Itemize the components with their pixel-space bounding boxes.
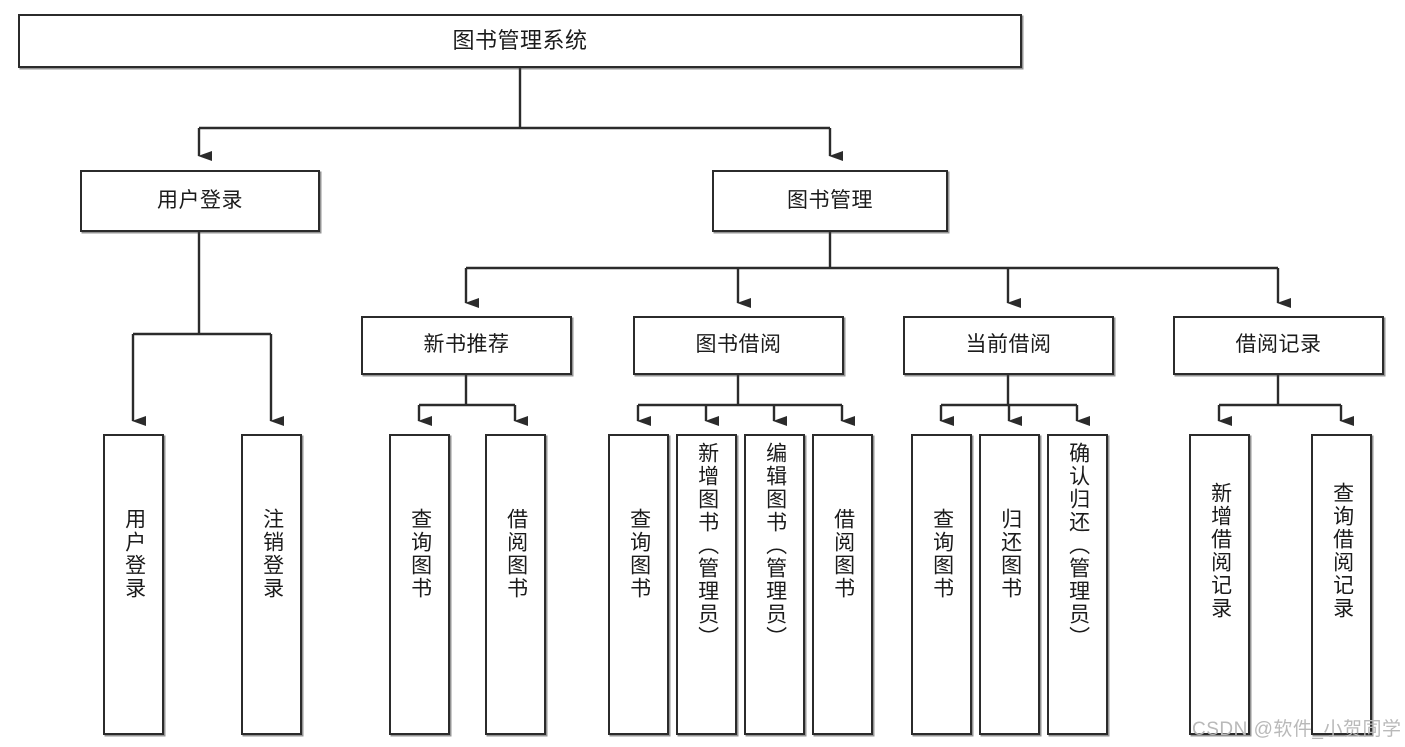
node-label: 图书管理 bbox=[787, 188, 873, 212]
edges-root-to-level2 bbox=[197, 68, 843, 161]
node-label: 用户登录 bbox=[157, 188, 243, 212]
node-label: 归还图书 bbox=[998, 508, 1022, 600]
node-new-book-recommend[interactable]: 新书推荐 bbox=[361, 316, 572, 375]
leaf-query-book-current[interactable]: 查询图书 bbox=[911, 434, 972, 735]
node-label: 新书推荐 bbox=[423, 333, 510, 357]
edges-bookborrow-to-leaves bbox=[636, 375, 855, 426]
leaf-add-borrow-record[interactable]: 新增借阅记录 bbox=[1189, 434, 1250, 735]
node-label: 查询图书 bbox=[408, 508, 432, 600]
leaf-edit-book-admin[interactable]: 编辑图书（管理员） bbox=[744, 434, 805, 735]
node-current-borrow[interactable]: 当前借阅 bbox=[903, 316, 1114, 375]
edges-newbookrec-to-leaves bbox=[417, 375, 528, 426]
leaf-user-login[interactable]: 用户登录 bbox=[103, 434, 164, 735]
leaf-query-book-borrow[interactable]: 查询图书 bbox=[608, 434, 669, 735]
node-label: 注销登录 bbox=[260, 508, 284, 600]
node-label: 借阅图书 bbox=[831, 508, 855, 600]
watermark-text: CSDN @软件_小贺同学 bbox=[1192, 719, 1402, 740]
node-book-manage[interactable]: 图书管理 bbox=[712, 170, 948, 232]
node-label: 借阅图书 bbox=[504, 508, 528, 600]
node-book-borrow[interactable]: 图书借阅 bbox=[633, 316, 844, 375]
node-borrow-record[interactable]: 借阅记录 bbox=[1173, 316, 1384, 375]
node-label: 新增图书（管理员） bbox=[695, 442, 719, 649]
node-root-system[interactable]: 图书管理系统 bbox=[18, 14, 1022, 68]
edges-currentborrow-to-leaves bbox=[939, 375, 1090, 426]
node-label: 当前借阅 bbox=[965, 333, 1052, 357]
leaf-return-book[interactable]: 归还图书 bbox=[979, 434, 1040, 735]
node-label: 借阅记录 bbox=[1235, 333, 1322, 357]
node-label: 图书借阅 bbox=[695, 333, 782, 357]
leaf-add-book-admin[interactable]: 新增图书（管理员） bbox=[676, 434, 737, 735]
leaf-confirm-return-admin[interactable]: 确认归还（管理员） bbox=[1047, 434, 1108, 735]
node-label: 图书管理系统 bbox=[452, 28, 588, 54]
edges-userlogin-to-leaves bbox=[131, 232, 284, 426]
edges-bookmanage-to-level3 bbox=[464, 232, 1291, 308]
node-user-login[interactable]: 用户登录 bbox=[80, 170, 320, 232]
node-label: 查询图书 bbox=[627, 508, 651, 600]
leaf-user-logout[interactable]: 注销登录 bbox=[241, 434, 302, 735]
leaf-query-borrow-record[interactable]: 查询借阅记录 bbox=[1311, 434, 1372, 735]
node-label: 编辑图书（管理员） bbox=[763, 442, 787, 649]
node-label: 用户登录 bbox=[122, 508, 146, 600]
leaf-query-book-recommend[interactable]: 查询图书 bbox=[389, 434, 450, 735]
node-label: 新增借阅记录 bbox=[1208, 482, 1232, 620]
edges-borrowrecord-to-leaves bbox=[1217, 375, 1354, 426]
node-label: 确认归还（管理员） bbox=[1066, 442, 1090, 649]
node-label: 查询借阅记录 bbox=[1330, 482, 1354, 620]
leaf-borrow-book[interactable]: 借阅图书 bbox=[812, 434, 873, 735]
leaf-borrow-book-recommend[interactable]: 借阅图书 bbox=[485, 434, 546, 735]
node-label: 查询图书 bbox=[930, 508, 954, 600]
